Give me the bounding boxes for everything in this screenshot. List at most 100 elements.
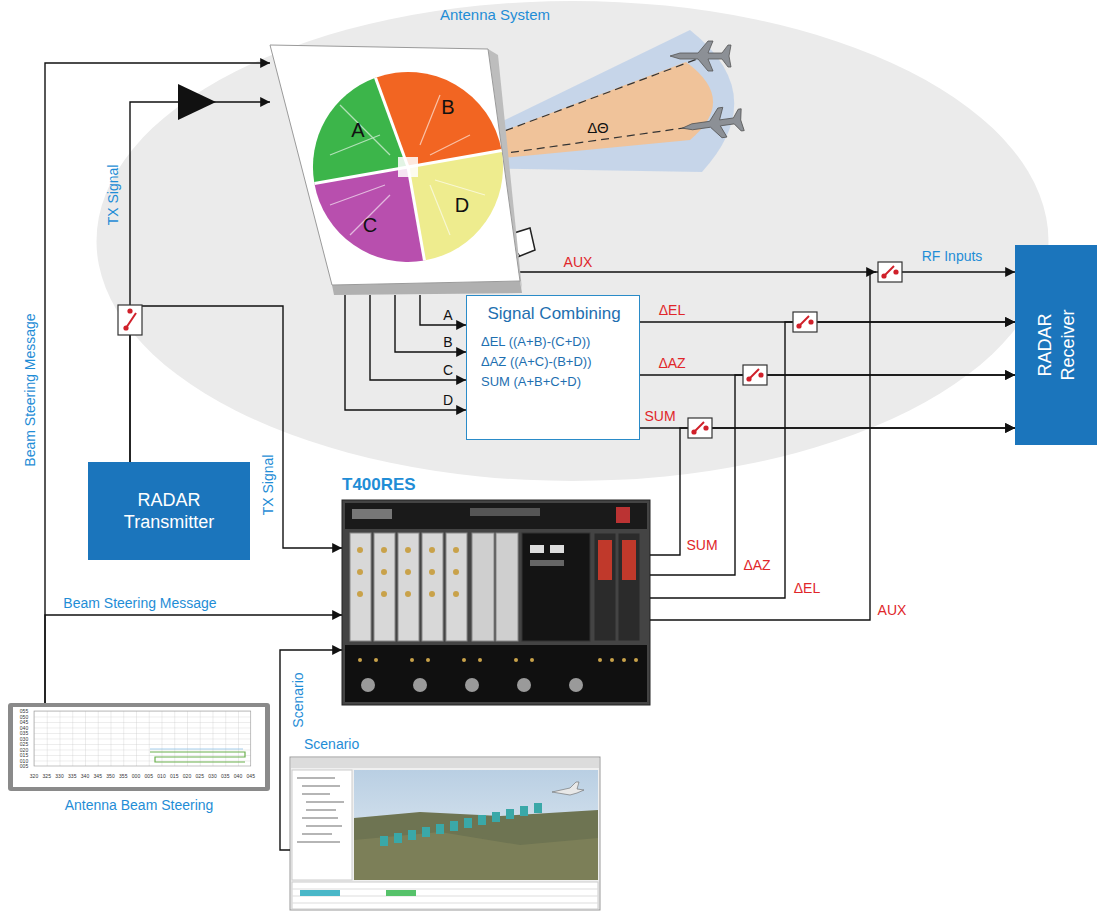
text-holder: 055 [20,709,28,714]
drawing-part [150,749,243,750]
axis-tick: 050 [20,714,28,719]
axis-tick: 345 [94,774,102,779]
axis-tick: 335 [68,774,76,779]
axis-tick: 030 [20,736,28,741]
signal-label: Beam Steering Message [63,595,216,611]
drawing-part [408,830,416,840]
text-holder: 340 [81,774,89,779]
signal-label: B [443,334,452,350]
text-holder: TX Signal [105,165,121,226]
drawing-part [354,810,598,880]
drawing-part [345,645,647,702]
drawing-part [374,658,378,662]
text-holder: C [363,214,377,237]
drawing-part [405,547,411,553]
text-holder: ΔEL [794,580,820,596]
drawing-part [408,151,503,261]
text-holder: 030 [208,774,216,779]
drawing-part [422,827,430,837]
drawing-part [330,185,385,205]
drawing-part [358,658,638,662]
text-holder: 320 [30,774,38,779]
drawing-part [357,591,363,597]
drawing-part [97,1,1049,481]
drawing-part [506,809,514,819]
drawing-part [380,836,388,846]
drawing-part [470,508,540,516]
receiver-box: RADAR Receiver [1015,245,1097,445]
drawing-part [514,658,518,662]
segment-letter: A [351,119,364,142]
axis-tick: 320 [30,774,38,779]
drawing-part [358,658,362,662]
drawing-part [552,782,584,795]
angle-label: ΔΘ [587,119,608,136]
transmitter-box: RADAR Transmitter [88,462,250,560]
signal-label: ΔAZ [658,355,685,371]
axis-tick: 005 [20,764,28,769]
text-holder: RADAR Receiver [1034,285,1079,405]
drawing-part [446,533,467,641]
text-holder: 030 [20,736,28,741]
drawing-part [436,824,444,834]
signal-label: TX Signal [260,455,276,516]
axis-tick: 055 [20,709,28,714]
text-holder: 000 [132,774,140,779]
drawing-part [150,752,245,762]
drawing-part [13,707,265,787]
axis-tick: 005 [145,774,153,779]
drawing-part [352,509,392,519]
rack-photo [342,500,650,705]
drawing-part [330,95,485,235]
drawing-part [292,903,598,904]
axis-tick: 325 [43,774,51,779]
text-holder: T400RES [342,475,416,495]
signal-label: AUX [564,254,593,270]
drawing-part [34,711,251,766]
axis-tick: 035 [221,774,229,779]
drawing-part [313,78,408,184]
drawing-part [594,533,616,641]
drawing-part [616,507,630,523]
text-holder: Beam Steering Message [63,595,216,611]
region-title: Antenna System [440,6,550,23]
screen-caption: Scenario [304,736,359,752]
rack-unit: T400RES [342,500,650,705]
drawing-part [302,785,340,787]
axis-tick: 015 [20,753,28,758]
signal-label: ΔAZ [743,557,770,573]
scenario-screen: Scenario [290,757,600,910]
drawing-part [799,316,809,326]
drawing-part [405,591,411,597]
process-box: Signal CombiningΔEL ((A+B)-(C+D))ΔAZ ((A… [466,295,640,440]
drawing-part [297,778,344,842]
drawing-part [291,758,599,768]
text-holder: A [351,119,364,142]
rf-switch [793,312,817,332]
drawing-part [290,757,600,910]
rf-switch [688,418,712,438]
signal-label: Beam Steering Message [22,313,38,466]
drawing-part [354,770,598,880]
segment-letter: C [363,214,377,237]
axis-tick: 015 [170,774,178,779]
drawing-part [420,95,440,145]
signal-label: ΔEL [659,302,685,318]
formula-text: ΔEL ((A+B)-(C+D)) [477,332,631,352]
drawing-part [530,560,564,566]
text-holder: A [443,307,452,323]
drawing-part [118,305,142,335]
drawing-part [478,658,482,662]
text-holder: D [443,392,453,408]
text-holder: 035 [20,731,28,736]
text-holder: SUM [686,537,717,553]
drawing-part [453,569,459,575]
axis-tick: 355 [119,774,127,779]
drawing-part [297,841,340,843]
antenna-panel: ABCD [270,45,520,295]
text-holder: ΔEL [659,302,685,318]
text-holder: 025 [196,774,204,779]
axis-tick: 340 [81,774,89,779]
drawing-part [357,569,363,575]
drawing-part [688,418,712,438]
